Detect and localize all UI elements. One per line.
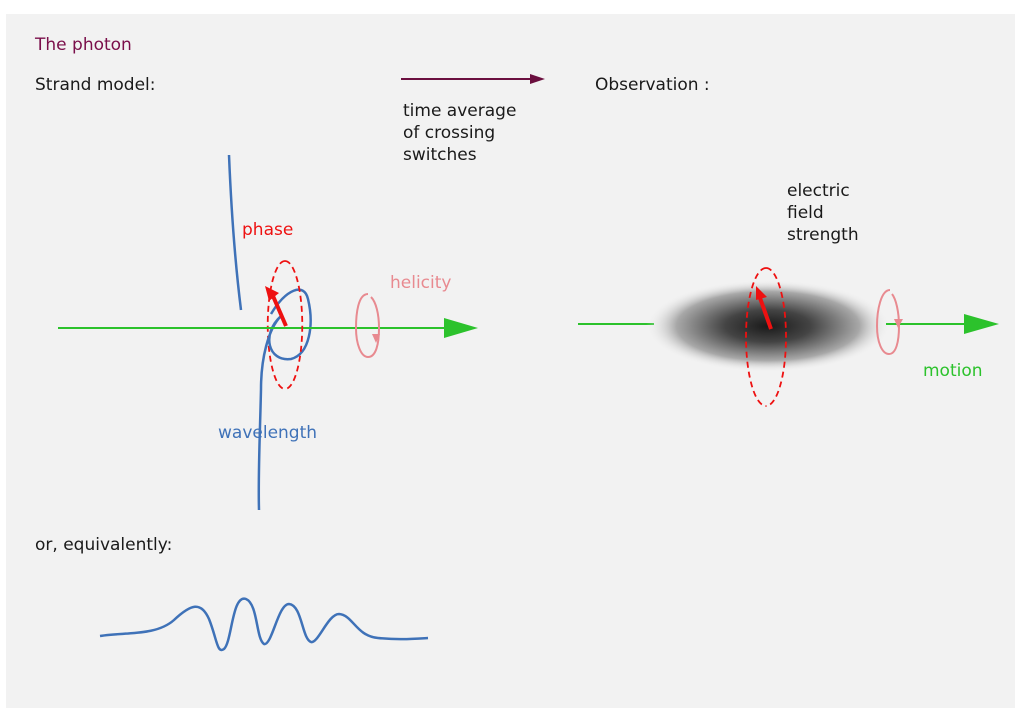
time-average-arrow (401, 74, 545, 84)
field-ellipse-front (765, 267, 787, 407)
motion-arrowhead-right (964, 314, 999, 334)
time-average-caption: time average of crossing switches (403, 101, 517, 165)
phase-ellipse-back (266, 260, 286, 390)
strand-model-diagram (58, 154, 478, 511)
diagram-canvas: The photon Strand model: Observation : t… (6, 14, 1015, 708)
phase-arrow (265, 286, 288, 327)
phase-ellipse-front (284, 260, 304, 390)
field-arrow (756, 286, 773, 330)
strand-loop (257, 288, 312, 511)
strand-model-label: Strand model: (35, 75, 156, 95)
equivalent-wave (99, 597, 429, 652)
observation-diagram (578, 267, 999, 407)
helicity-marker-left (354, 293, 381, 359)
diagram-graphics (6, 14, 1015, 708)
helicity-marker-right (875, 289, 903, 356)
motion-label: motion (923, 361, 983, 381)
strand-upper (227, 154, 243, 311)
electric-field-label: electric field strength (787, 181, 859, 245)
diagram-title: The photon (35, 35, 132, 55)
motion-arrowhead-left (444, 318, 478, 338)
observation-label: Observation : (595, 75, 710, 95)
field-ellipse-back (745, 267, 767, 407)
wavelength-label: wavelength (218, 423, 318, 443)
helicity-label: helicity (390, 273, 452, 293)
phase-label: phase (242, 220, 294, 240)
equivalently-label: or, equivalently: (35, 535, 173, 555)
